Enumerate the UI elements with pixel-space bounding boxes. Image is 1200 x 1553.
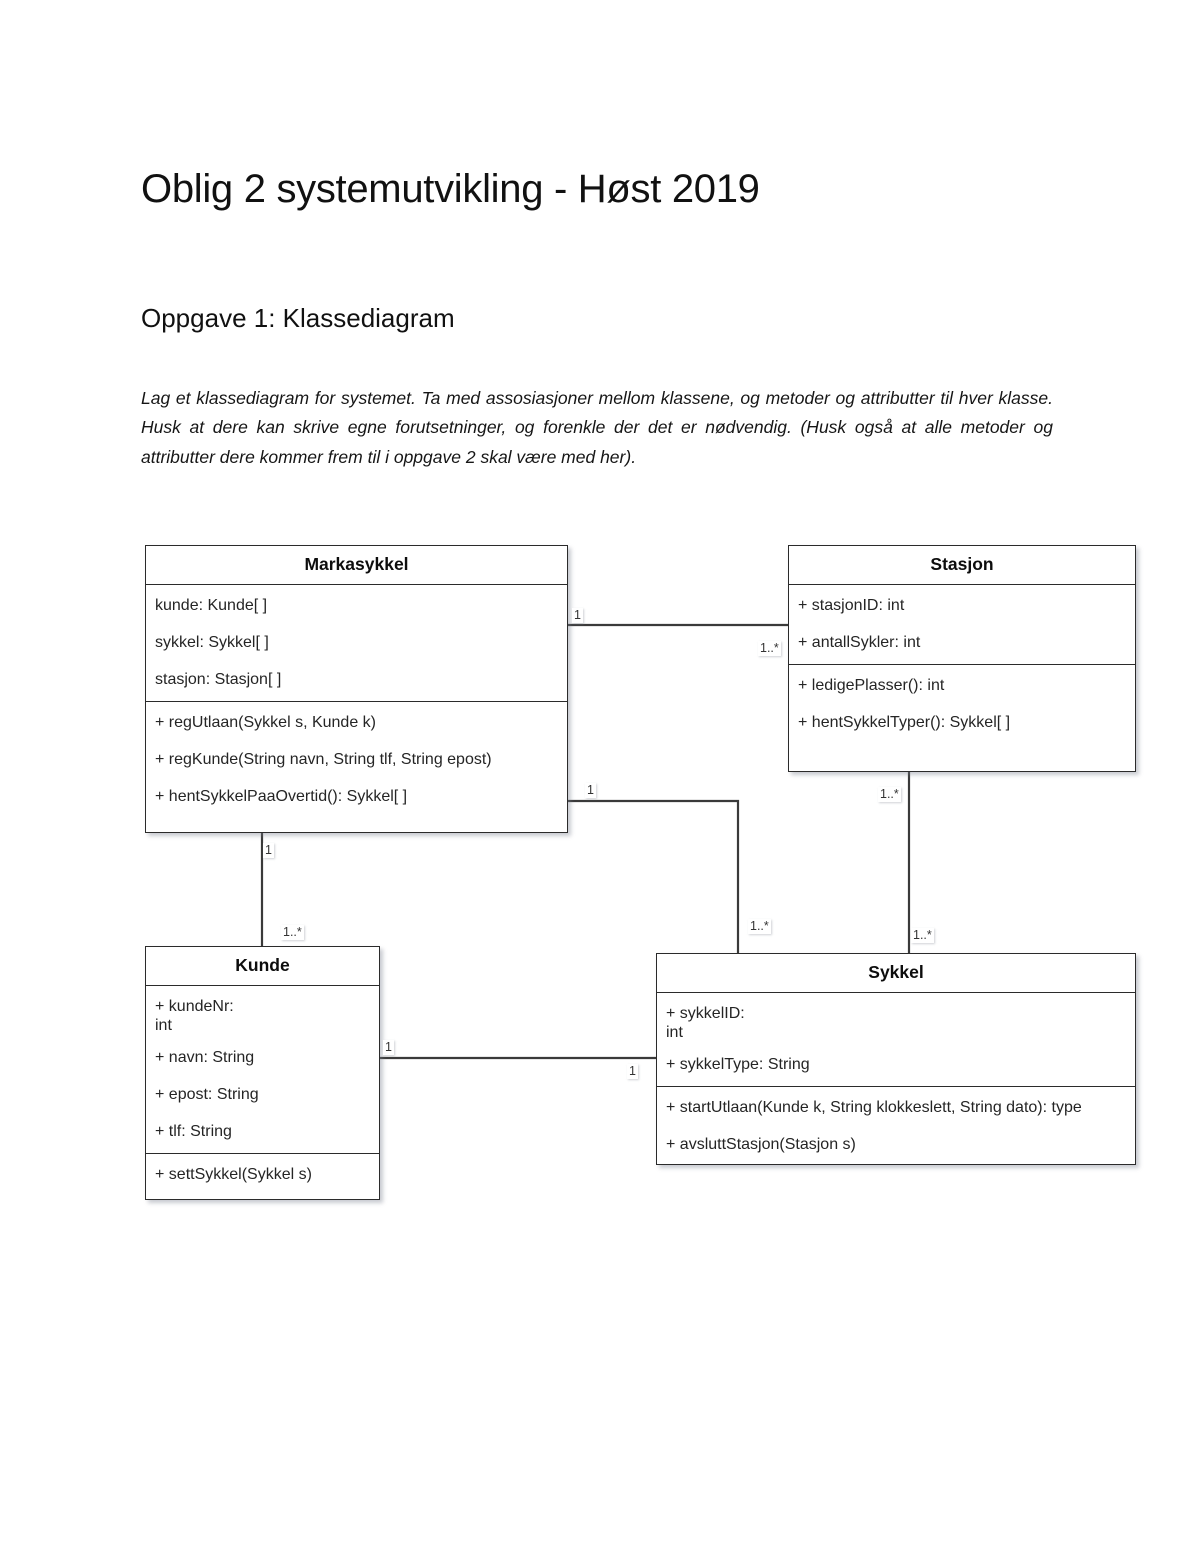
attribute-row: + sykkelID: int bbox=[666, 1005, 745, 1041]
attribute-row: stasjon: Stasjon[ ] bbox=[155, 671, 282, 688]
attribute-row: + tlf: String bbox=[155, 1123, 232, 1140]
multiplicity-markasykkel-kunde-from: 1 bbox=[263, 843, 274, 858]
class-box-markasykkel[interactable]: Markasykkel kunde: Kunde[ ] sykkel: Sykk… bbox=[145, 545, 568, 833]
methods-kunde: + settSykkel(Sykkel s) bbox=[146, 1153, 379, 1196]
class-name-sykkel: Sykkel bbox=[657, 954, 1135, 993]
attribute-row: kunde: Kunde[ ] bbox=[155, 597, 268, 614]
method-row: + avsluttStasjon(Stasjon s) bbox=[666, 1136, 856, 1153]
attribute-row: + sykkelType: String bbox=[666, 1056, 810, 1073]
method-row: + settSykkel(Sykkel s) bbox=[155, 1166, 312, 1183]
attribute-row: + kundeNr: int bbox=[155, 998, 234, 1034]
class-box-kunde[interactable]: Kunde + kundeNr: int + navn: String + ep… bbox=[145, 946, 380, 1200]
methods-sykkel: + startUtlaan(Kunde k, String klokkeslet… bbox=[657, 1086, 1135, 1166]
method-row: + hentSykkelTyper(): Sykkel[ ] bbox=[798, 714, 1011, 731]
multiplicity-stasjon-sykkel-from: 1..* bbox=[878, 787, 901, 802]
intro-paragraph: Lag et klassediagram for systemet. Ta me… bbox=[141, 387, 1053, 467]
attribute-row: + antallSykler: int bbox=[798, 634, 921, 651]
method-row: + regKunde(String navn, String tlf, Stri… bbox=[155, 751, 492, 768]
class-box-stasjon[interactable]: Stasjon + stasjonID: int + antallSykler:… bbox=[788, 545, 1136, 772]
attributes-stasjon: + stasjonID: int + antallSykler: int bbox=[789, 585, 1135, 664]
method-row: + regUtlaan(Sykkel s, Kunde k) bbox=[155, 714, 376, 731]
attribute-row: sykkel: Sykkel[ ] bbox=[155, 634, 269, 651]
multiplicity-markasykkel-kunde-to: 1..* bbox=[281, 925, 304, 940]
method-row: + ledigePlasser(): int bbox=[798, 677, 945, 694]
class-name-stasjon: Stasjon bbox=[789, 546, 1135, 585]
multiplicity-kunde-sykkel-from: 1 bbox=[383, 1040, 394, 1055]
section-heading: Oppgave 1: Klassediagram bbox=[141, 302, 455, 333]
class-name-markasykkel: Markasykkel bbox=[146, 546, 567, 585]
methods-markasykkel: + regUtlaan(Sykkel s, Kunde k) + regKund… bbox=[146, 701, 567, 818]
page-title: Oblig 2 systemutvikling - Høst 2019 bbox=[141, 166, 760, 211]
method-row: + startUtlaan(Kunde k, String klokkeslet… bbox=[666, 1099, 1082, 1116]
method-row: + hentSykkelPaaOvertid(): Sykkel[ ] bbox=[155, 788, 408, 805]
attributes-kunde: + kundeNr: int + navn: String + epost: S… bbox=[146, 986, 379, 1153]
methods-stasjon: + ledigePlasser(): int + hentSykkelTyper… bbox=[789, 664, 1135, 744]
class-box-sykkel[interactable]: Sykkel + sykkelID: int + sykkelType: Str… bbox=[656, 953, 1136, 1165]
attribute-row: + stasjonID: int bbox=[798, 597, 905, 614]
multiplicity-stasjon-sykkel-to: 1..* bbox=[911, 928, 934, 943]
multiplicity-markasykkel-stasjon-from: 1 bbox=[572, 608, 583, 623]
multiplicity-markasykkel-stasjon-to: 1..* bbox=[758, 641, 781, 656]
attribute-row: + epost: String bbox=[155, 1086, 259, 1103]
class-name-kunde: Kunde bbox=[146, 947, 379, 986]
attributes-markasykkel: kunde: Kunde[ ] sykkel: Sykkel[ ] stasjo… bbox=[146, 585, 567, 701]
multiplicity-markasykkel-sykkel-to: 1..* bbox=[748, 919, 771, 934]
multiplicity-markasykkel-sykkel-from: 1 bbox=[585, 783, 596, 798]
attributes-sykkel: + sykkelID: int + sykkelType: String bbox=[657, 993, 1135, 1086]
connector-markasykkel-sykkel bbox=[568, 799, 740, 953]
attribute-row: + navn: String bbox=[155, 1049, 255, 1066]
multiplicity-kunde-sykkel-to: 1 bbox=[627, 1064, 638, 1079]
